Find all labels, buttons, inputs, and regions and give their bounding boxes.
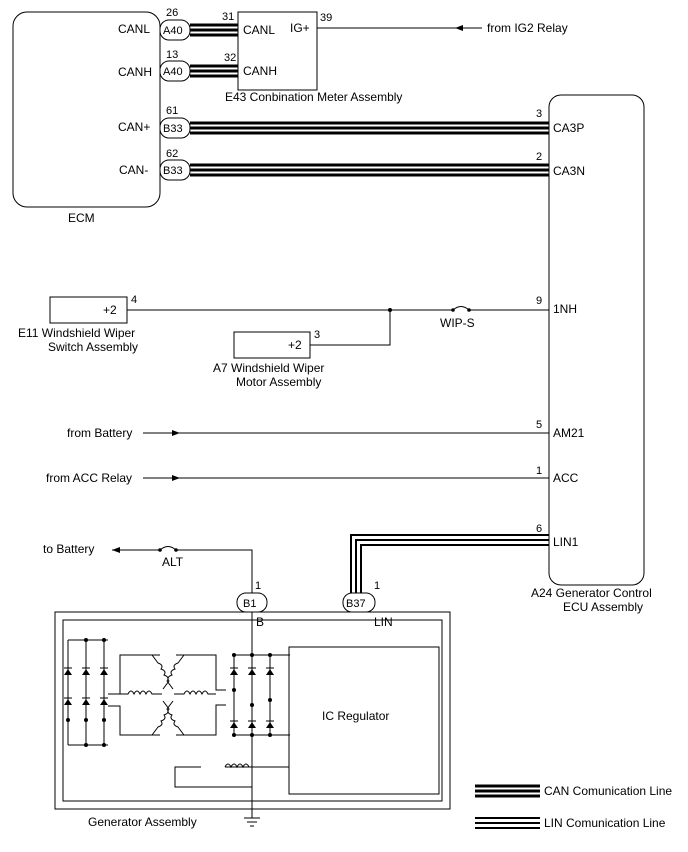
wiper-motor-pin: 3	[314, 329, 320, 341]
connector-b33-2: B33	[159, 159, 191, 181]
gen-ecu-pin-1nh: 1NH	[553, 302, 577, 316]
legend-lin-label: LIN Comunication Line	[544, 816, 666, 830]
gen-ecu-pin-num-ca3n: 2	[536, 151, 542, 163]
legend-can-label: CAN Comunication Line	[544, 784, 672, 798]
ecm-box	[12, 11, 161, 208]
generator-b-terminal: B	[256, 615, 264, 629]
ecm-pin-canh: CANH	[118, 65, 152, 79]
meter-pin-canl: CANL	[243, 23, 275, 37]
meter-pin-ig: IG+	[290, 21, 310, 35]
connector-b37-pin: 1	[374, 580, 380, 592]
fuse-wip-s-icon	[452, 306, 470, 311]
svg-text:B33: B33	[163, 123, 183, 135]
battery-source-label: from Battery	[67, 426, 132, 440]
gen-ecu-pin-ca3n: CA3N	[553, 164, 585, 178]
ecm-pin-canp: CAN+	[118, 120, 150, 134]
alt-wire	[176, 549, 253, 593]
ic-regulator-label: IC Regulator	[322, 709, 389, 723]
generator-label: Generator Assembly	[88, 815, 197, 829]
gen-ecu-pin-acc: ACC	[553, 471, 579, 485]
rectifier-right-icon	[230, 653, 290, 737]
connector-b37: B37	[342, 592, 376, 613]
gen-ecu-pin-num-lin1: 6	[536, 523, 542, 535]
fuse-wip-s-label: WIP-S	[440, 316, 475, 330]
ic-regulator-box	[288, 646, 440, 795]
connector-b1: B1	[236, 592, 268, 613]
rectifier-left-icon	[64, 638, 108, 747]
legend-lin-line	[475, 817, 540, 829]
gen-ecu-pin-lin1: LIN1	[553, 535, 579, 549]
ecm-label: ECM	[68, 211, 95, 225]
fuse-alt-icon	[159, 546, 177, 551]
fuse-alt-label: ALT	[162, 555, 184, 569]
can-wire-canl	[190, 23, 238, 37]
gen-ecu-pin-num-am21: 5	[536, 419, 542, 431]
ecm-pin-canl: CANL	[118, 22, 150, 36]
wiper-switch-pin: 4	[131, 294, 137, 306]
ecm-pin-num-canh: 13	[166, 49, 178, 61]
svg-text:B33: B33	[163, 165, 183, 177]
meter-pin-num-canh: 32	[224, 52, 236, 64]
wiper-switch-terminal: +2	[103, 303, 117, 317]
meter-pin-num-canl: 31	[222, 11, 234, 23]
acc-source-label: from ACC Relay	[46, 471, 132, 485]
can-wire-ca3n	[190, 163, 549, 177]
ground-icon	[244, 817, 260, 827]
wiper-motor-label-line1: A7 Windshield Wiper	[213, 361, 324, 375]
ecm-pin-num-canl: 26	[166, 7, 178, 19]
wiper-switch-label-line2: Switch Assembly	[48, 340, 138, 354]
gen-ecu-pin-am21: AM21	[553, 426, 585, 440]
gen-ecu-pin-num-1nh: 9	[536, 295, 542, 307]
to-battery-label: to Battery	[43, 542, 94, 556]
generator-lin-terminal: LIN	[374, 615, 393, 629]
connector-a40-1: A40	[159, 19, 191, 41]
wiper-switch-label-line1: E11 Windshield Wiper	[18, 326, 135, 340]
meter-label: E43 Conbination Meter Assembly	[225, 90, 402, 104]
meter-pin-num-ig: 39	[320, 12, 332, 24]
stator-winding-icon	[108, 654, 226, 736]
meter-pin-canh: CANH	[243, 64, 277, 78]
wiper-motor-box	[233, 331, 311, 359]
svg-text:B1: B1	[243, 598, 256, 610]
ecm-pin-num-cann: 62	[166, 148, 178, 160]
gen-ecu-pin-ca3p: CA3P	[553, 121, 584, 135]
legend-can-line	[475, 784, 540, 798]
wiper-wire-motor	[310, 310, 391, 346]
gen-ecu-label-line1: A24 Generator Control	[531, 586, 652, 600]
ecm-pin-num-canp: 61	[166, 105, 178, 117]
gen-ecu-label-line2: ECU Assembly	[563, 600, 643, 614]
gen-ecu-pin-num-ca3p: 3	[536, 108, 542, 120]
connector-b33-1: B33	[159, 117, 191, 139]
svg-text:A40: A40	[163, 25, 183, 37]
wiper-switch-box	[49, 296, 128, 324]
ig2-source-label: from IG2 Relay	[487, 21, 568, 35]
wiper-motor-terminal: +2	[288, 338, 302, 352]
can-wire-canh	[190, 64, 238, 78]
gen-ecu-box	[548, 94, 645, 586]
wiper-motor-label-line2: Motor Assembly	[236, 375, 321, 389]
svg-text:A40: A40	[163, 66, 183, 78]
svg-text:B37: B37	[346, 598, 366, 610]
can-wire-ca3p	[190, 121, 549, 135]
gen-ecu-pin-num-acc: 1	[536, 465, 542, 477]
field-coil-icon	[174, 763, 289, 788]
ecm-pin-cann: CAN-	[119, 163, 148, 177]
meter-box	[237, 11, 318, 91]
connector-a40-2: A40	[159, 60, 191, 82]
connector-b1-pin: 1	[255, 580, 261, 592]
